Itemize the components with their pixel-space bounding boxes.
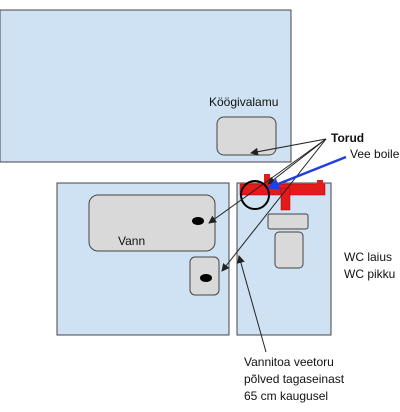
- toilet-tank: [267, 213, 309, 230]
- water-pipe-stub-left: [264, 174, 270, 190]
- note-pointer: [237, 255, 267, 353]
- water-pipe-vertical: [280, 187, 291, 211]
- note-line-3: 65 cm kaugusel: [244, 389, 329, 403]
- toilet-bowl: [274, 231, 304, 269]
- water-boiler-label: Vee boile: [350, 147, 400, 161]
- boiler-arrow: [267, 155, 347, 190]
- pipe-knee-highlight: [240, 180, 270, 210]
- water-pipe-stub-right: [317, 180, 323, 192]
- kitchen-sink: [216, 116, 277, 156]
- kitchen-sink-label: Köögivalamu: [209, 95, 279, 109]
- pipes-pointer-4: [221, 138, 327, 272]
- note-line-1: Vannitoa veetoru: [244, 355, 334, 369]
- pipes-pointer-1: [250, 138, 327, 156]
- wc-length-label: WC pikku: [344, 267, 396, 281]
- bathroom-sink-drain: [200, 274, 212, 282]
- bathtub-label: Vann: [118, 234, 146, 248]
- pipes-label: Torud: [331, 131, 365, 145]
- wc-width-label: WC laius: [344, 250, 393, 264]
- bathtub-drain: [192, 217, 204, 225]
- note-line-2: põlved tagaseinast: [244, 372, 345, 386]
